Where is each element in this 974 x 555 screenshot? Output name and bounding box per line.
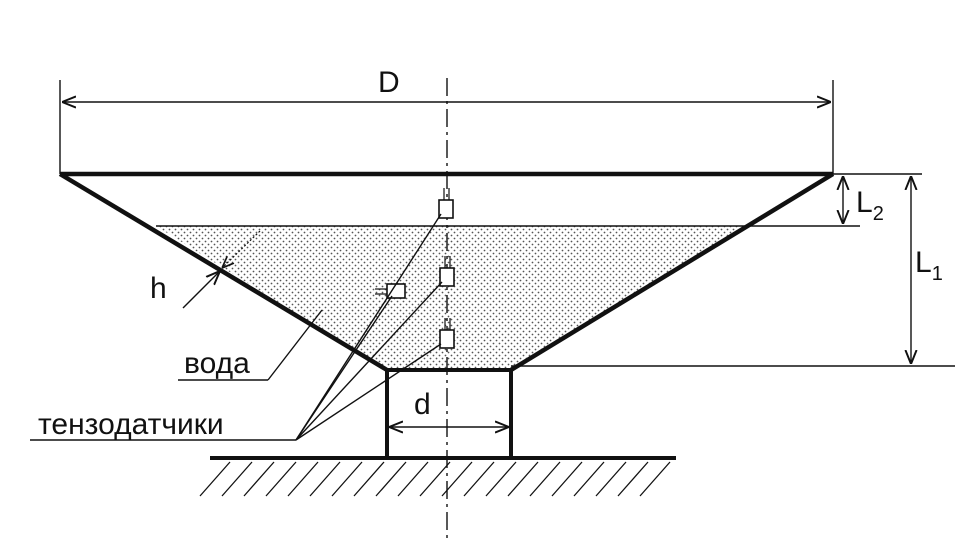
hatch-line — [507, 461, 539, 497]
hatch-line — [331, 461, 363, 497]
hatch-line — [617, 461, 649, 497]
hatch-line — [595, 461, 627, 497]
strain-gauge-middle — [439, 256, 455, 287]
label-L2-main: L — [856, 186, 873, 219]
label-strain-gauges: тензодатчики — [38, 408, 224, 441]
label-water: вода — [184, 347, 250, 380]
label-h: h — [150, 272, 167, 305]
water-leader — [267, 309, 323, 381]
water-fill — [156, 226, 744, 370]
hatch-line — [309, 461, 341, 497]
hatch-line — [353, 461, 385, 497]
hatch-line — [243, 461, 275, 497]
hatch-line — [397, 461, 429, 497]
label-d: d — [414, 388, 431, 421]
hatch-line — [287, 461, 319, 497]
hatch-line — [221, 461, 253, 497]
hatch-line — [441, 461, 473, 497]
label-L1-sub: 1 — [932, 263, 943, 285]
label-L2-sub: 2 — [873, 203, 884, 225]
tank-wall-left — [58, 172, 389, 372]
strain-gauge-horizontal — [375, 283, 406, 299]
label-L1: L1 — [915, 246, 943, 285]
dim-h-arrow-outer — [182, 271, 220, 309]
strain-gauge-leaders — [295, 213, 443, 441]
label-D: D — [378, 66, 400, 99]
hatch-line — [463, 461, 495, 497]
label-L1-main: L — [915, 246, 932, 279]
hatch-line — [375, 461, 407, 497]
hatch-line — [199, 461, 231, 497]
hatch-line — [573, 461, 605, 497]
hatch-line — [639, 461, 671, 497]
hatch-line — [419, 461, 451, 497]
strain-gauge-bottom — [439, 318, 455, 349]
hatch-line — [529, 461, 561, 497]
strain-gauge-top — [438, 188, 454, 219]
hatch-line — [265, 461, 297, 497]
ground-hatching — [199, 461, 671, 497]
dim-h-arrow-inner — [222, 230, 261, 268]
hatch-line — [485, 461, 517, 497]
hatch-line — [551, 461, 583, 497]
label-L2: L2 — [856, 186, 884, 225]
tank-wall-right — [509, 172, 835, 372]
